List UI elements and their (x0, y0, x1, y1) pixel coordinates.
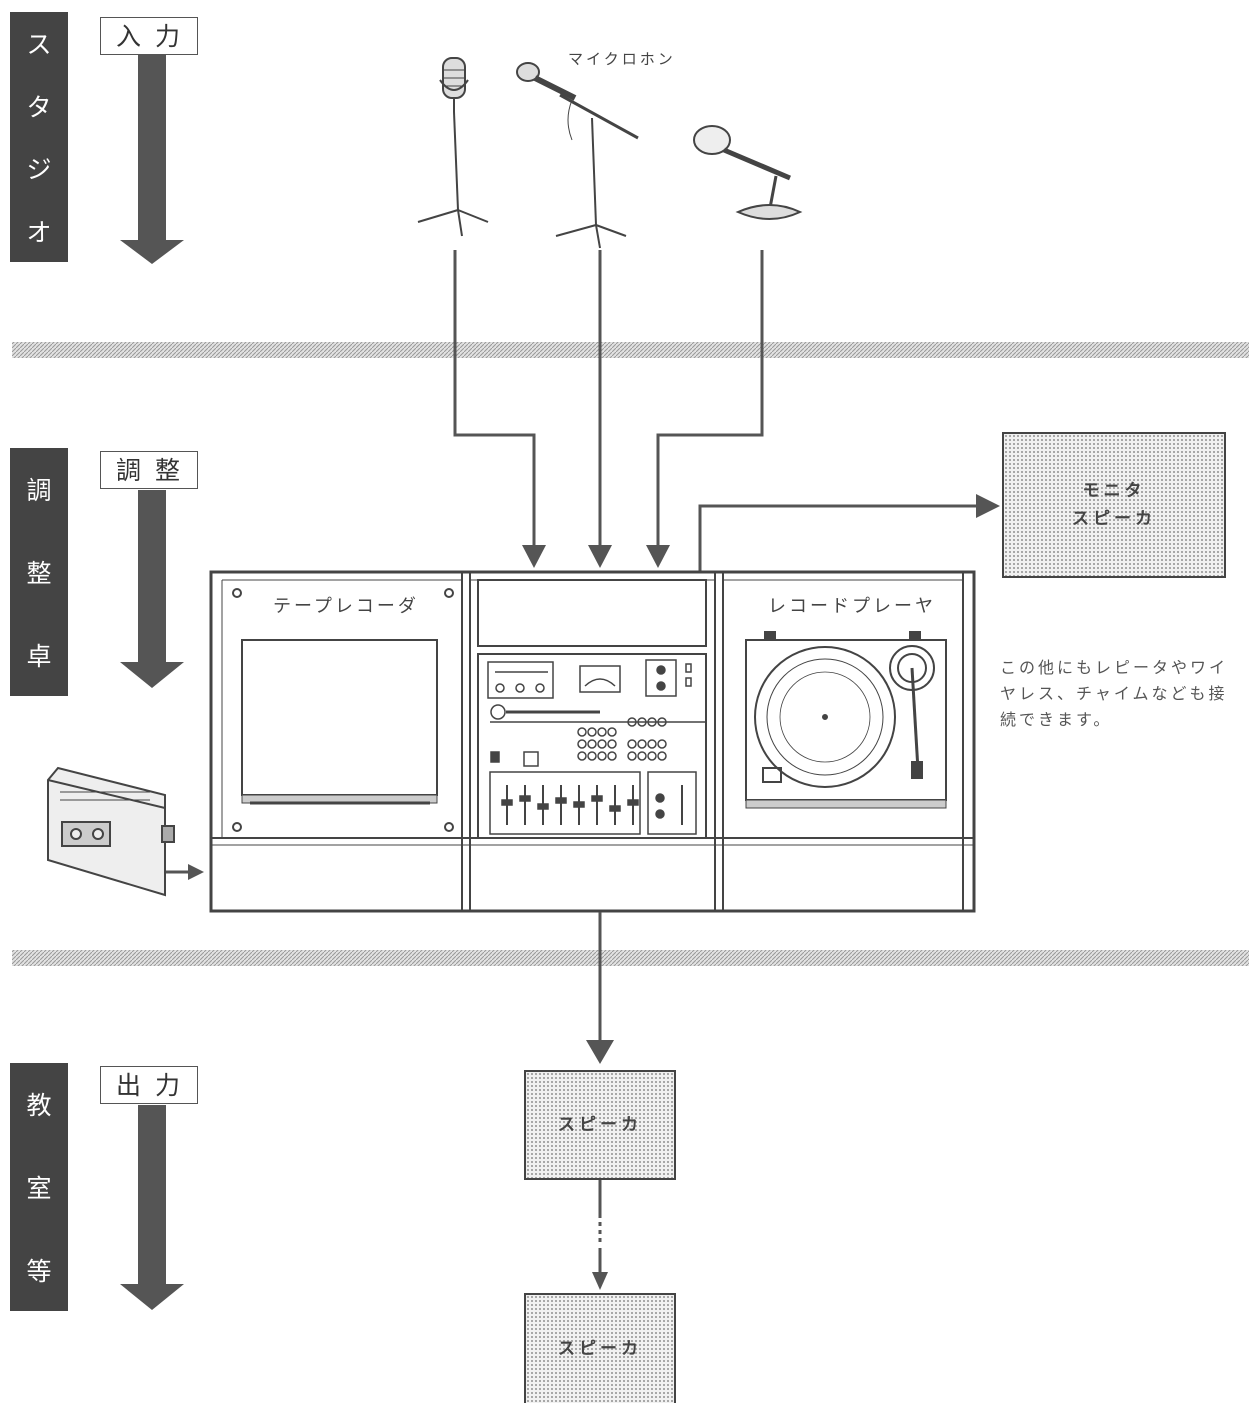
monitor-speaker-line2: スピーカ (1072, 505, 1156, 533)
tag-output: 出力 (100, 1066, 198, 1104)
mic-arrowheads (522, 545, 670, 568)
cassette-radio-icon (48, 768, 174, 895)
separator-band (12, 950, 1249, 966)
microphone-caption: マイクロホン (568, 48, 676, 69)
separator-band (12, 342, 1249, 358)
tag-input: 入力 (100, 17, 198, 55)
radio-arrow (166, 864, 204, 880)
note-line: 続できます。 (1000, 707, 1250, 733)
speaker-label: スピーカ (558, 1111, 642, 1139)
flow-arrow-output (120, 1105, 184, 1310)
note-line: この他にもレピータやワイ (1000, 655, 1250, 681)
flow-arrow-input (120, 55, 184, 264)
record-player-label: レコードプレーヤ (768, 592, 936, 618)
control-console (211, 572, 974, 911)
monitor-cable (700, 494, 1000, 572)
microphone-1-icon (418, 58, 488, 236)
note-line: ヤレス、チャイムなども接 (1000, 681, 1250, 707)
note-text: この他にもレピータやワイ ヤレス、チャイムなども接 続できます。 (1000, 655, 1250, 733)
speaker-label: スピーカ (558, 1335, 642, 1363)
classroom-speaker-2: スピーカ (524, 1293, 676, 1403)
tape-recorder-label: テープレコーダ (273, 592, 419, 618)
classroom-speaker-1: スピーカ (524, 1070, 676, 1180)
tag-adjust: 調整 (100, 451, 198, 489)
microphone-3-icon (694, 126, 800, 219)
monitor-speaker-line1: モニタ (1083, 477, 1146, 505)
flow-arrow-adjust (120, 490, 184, 688)
monitor-speaker: モニタ スピーカ (1002, 432, 1226, 578)
microphone-2-icon (517, 63, 638, 248)
